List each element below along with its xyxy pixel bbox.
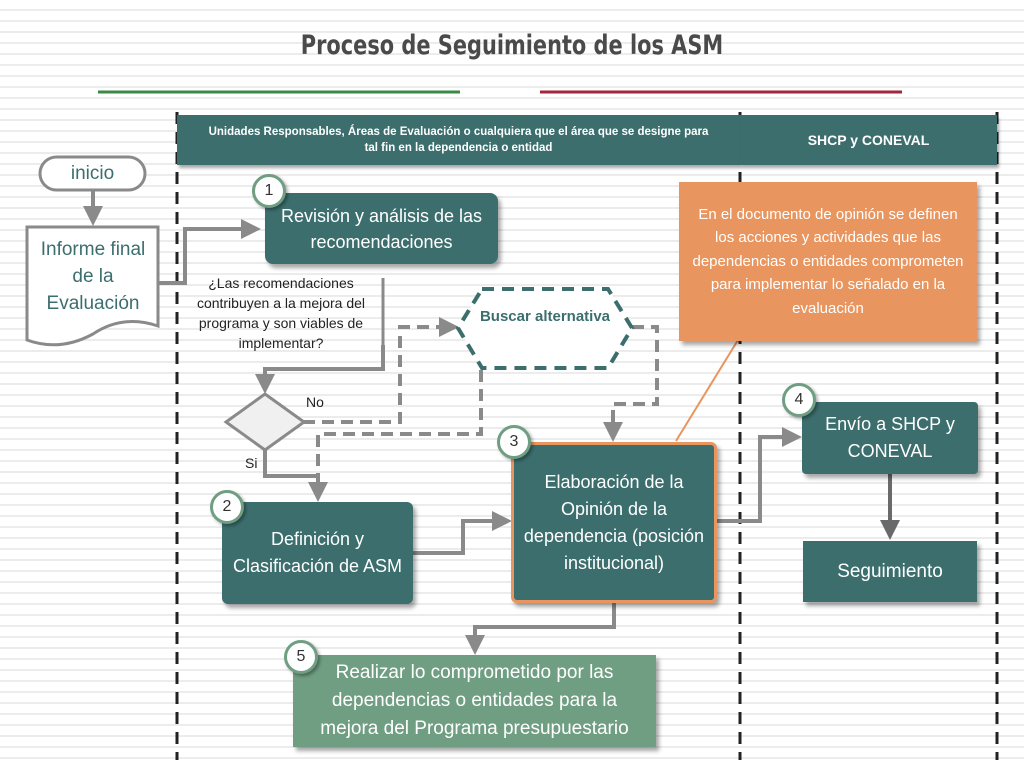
informe-label: Informe final de la Evaluación [40, 238, 146, 314]
step-2-box: Definición y Clasificación de ASM [222, 502, 413, 604]
seguimiento-box: Seguimiento [803, 541, 977, 602]
step-3-badge: 3 [497, 425, 531, 459]
step-2-badge: 2 [210, 490, 244, 524]
step-4-badge: 4 [782, 383, 816, 417]
inicio-shape [38, 155, 147, 192]
decision-no-label: No [306, 394, 324, 410]
step-1-box: Revisión y análisis de las recomendacion… [265, 193, 498, 264]
step-3-box: Elaboración de la Opinión de la dependen… [511, 442, 717, 603]
step-5-badge: 5 [284, 640, 318, 674]
note-connector [675, 339, 739, 442]
lane-header-unidades: Unidades Responsables, Áreas de Evaluaci… [177, 115, 740, 165]
question-text: ¿Las recomendaciones contribuyen a la me… [196, 275, 366, 351]
inicio-label: inicio [70, 162, 115, 184]
arrow-informe-paso1 [158, 219, 261, 285]
arrow-alternativa-paso3 [603, 325, 659, 442]
decision-si-label: Si [245, 455, 258, 471]
note-box: En el documento de opinión se definen lo… [679, 182, 977, 341]
lane-header-shcp: SHCP y CONEVAL [740, 115, 997, 165]
arrow-decision-alternativa [303, 317, 459, 424]
alternativa-label: Buscar alternativa [479, 308, 611, 325]
arrow-decision-paso2 [263, 450, 328, 502]
informe-shape [25, 225, 160, 347]
arrow-paso3-paso5 [465, 603, 616, 655]
step-1-badge: 1 [252, 174, 286, 208]
arrow-paso3-paso4 [717, 427, 802, 523]
decision-diamond [223, 392, 307, 452]
page-title: Proceso de Seguimiento de los ASM [300, 30, 724, 61]
step-5-box: Realizar lo comprometido por las depende… [293, 655, 656, 747]
arrow-alternativa-retorno [316, 370, 483, 476]
alternativa-hexagon [455, 287, 635, 370]
arrow-paso2-paso3 [413, 511, 512, 555]
arrow-pregunta-decision [255, 345, 385, 394]
step-4-box: Envío a SHCP y CONEVAL [802, 402, 978, 474]
